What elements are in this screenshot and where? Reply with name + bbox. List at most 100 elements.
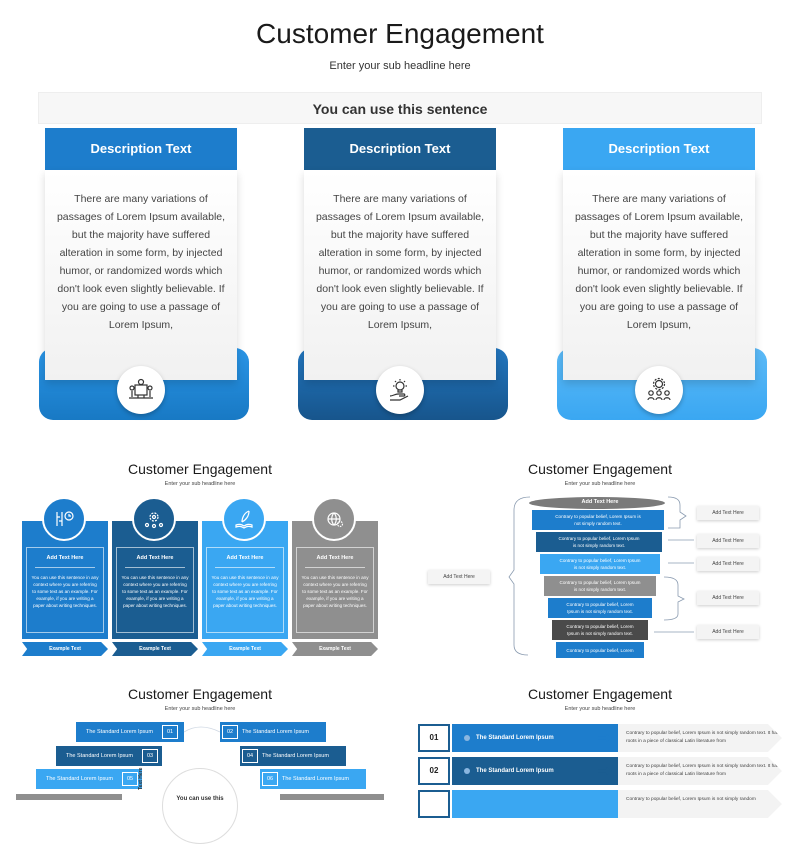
description-card-2: Description Text There are many variatio… [298, 128, 514, 423]
people-gear-icon [635, 366, 683, 414]
list-num: 01 [418, 724, 450, 752]
funnel-row-7: Contrary to popular belief, Lorem [556, 642, 644, 658]
col-inner: Add Text Here You can use this sentence … [116, 547, 194, 633]
list-text: Contrary to popular belief, Lorem Ipsum … [606, 790, 782, 818]
funnel-row-6: Contrary to popular belief, Lorem Ipsum … [552, 620, 648, 640]
bullet-icon [464, 768, 470, 774]
globe-gear-icon [312, 497, 356, 541]
list-row-2: 02 The Standard Lorem Ipsum [418, 757, 618, 785]
list-bar [452, 790, 618, 818]
thumb1-col-2: Add Text Here You can use this sentence … [112, 497, 198, 661]
pill-num: 04 [242, 749, 258, 763]
funnel-row-4: Contrary to popular belief, Lorem Ipsum … [544, 576, 656, 596]
col-head: Add Text Here [136, 555, 174, 561]
divider [125, 567, 185, 568]
thumb3-title: Customer Engagement [128, 686, 272, 702]
col-head: Add Text Here [226, 555, 264, 561]
thumb4-title: Customer Engagement [528, 686, 672, 702]
main-title: Customer Engagement [256, 18, 544, 49]
network-gear-icon [132, 497, 176, 541]
card-title: Description Text [563, 128, 755, 170]
list-row-3 [418, 790, 618, 818]
col-box: Add Text Here You can use this sentence … [292, 543, 378, 639]
pill-right-3: The Standard Lorem Ipsum [260, 769, 366, 789]
col-footer: Example Text [202, 642, 288, 656]
pill-num: 05 [122, 772, 138, 786]
card-title: Description Text [45, 128, 237, 170]
thumb3-connector-arc [183, 726, 221, 733]
col-inner: Add Text Here You can use this sentence … [206, 547, 284, 633]
funnel-right-box-5: Add Text Here [697, 625, 759, 639]
col-head: Add Text Here [46, 555, 84, 561]
col-head: Add Text Here [316, 555, 354, 561]
funnel-connectors [508, 496, 694, 656]
pill-label: The Standard Lorem Ipsum [282, 776, 349, 782]
col-inner: Add Text Here You can use this sentence … [26, 547, 104, 633]
pill-num: 06 [262, 772, 278, 786]
funnel-right-box-4: Add Text Here [697, 591, 759, 605]
list-num: 02 [418, 757, 450, 785]
arrow-icon [598, 767, 612, 775]
funnel-left-box: Add Text Here [428, 570, 490, 584]
col-box: Add Text Here You can use this sentence … [22, 543, 108, 639]
col-footer: Example Text [22, 642, 108, 656]
funnel-right-box-1: Add Text Here [697, 506, 759, 520]
pill-left-1: The Standard Lorem Ipsum [76, 722, 184, 742]
col-inner: Add Text Here You can use this sentence … [296, 547, 374, 633]
list-bar: The Standard Lorem Ipsum [452, 757, 618, 785]
list-row-1: 01 The Standard Lorem Ipsum [418, 724, 618, 752]
bottom-bar-right [280, 794, 384, 800]
col-text: You can use this sentence in any context… [211, 575, 279, 608]
funnel-row-2: Contrary to popular belief, Lorem Ipsum … [536, 532, 662, 552]
col-footer: Example Text [112, 642, 198, 656]
col-box: Add Text Here You can use this sentence … [112, 543, 198, 639]
settings-icon [42, 497, 86, 541]
description-card-1: Description Text There are many variatio… [39, 128, 255, 423]
team-icon [117, 366, 165, 414]
bottom-bar-left [16, 794, 122, 800]
card-title: Description Text [304, 128, 496, 170]
thumb3-subtitle: Enter your sub headline here [164, 706, 236, 712]
list-text: Contrary to popular belief, Lorem Ipsum … [606, 724, 782, 752]
thumb2-title: Customer Engagement [528, 461, 672, 477]
funnel-row-3: Contrary to popular belief, Lorem Ipsum … [540, 554, 660, 574]
arrow-icon [598, 734, 612, 742]
col-text: You can use this sentence in any context… [31, 575, 99, 608]
center-text: You can use this [176, 796, 224, 802]
funnel-row-1: Contrary to popular belief, Lorem Ipsum … [532, 510, 664, 530]
thumb1-col-3: Add Text Here You can use this sentence … [202, 497, 288, 661]
description-card-3: Description Text There are many variatio… [557, 128, 773, 423]
list-text: Contrary to popular belief, Lorem Ipsum … [606, 757, 782, 785]
list-label: The Standard Lorem Ipsum [476, 768, 554, 774]
pill-label: The Standard Lorem Ipsum [46, 776, 113, 782]
col-footer: Example Text [292, 642, 378, 656]
bullet-icon [464, 735, 470, 741]
main-subtitle: Enter your sub headline here [329, 60, 471, 72]
col-box: Add Text Here You can use this sentence … [202, 543, 288, 639]
divider [215, 567, 275, 568]
pill-num: 01 [162, 725, 178, 739]
funnel-top: Add Text Here [581, 499, 619, 505]
funnel-right-box-3: Add Text Here [697, 557, 759, 571]
divider [305, 567, 365, 568]
pill-right-1: The Standard Lorem Ipsum [220, 722, 326, 742]
center-circle [162, 768, 238, 844]
quill-book-icon [222, 497, 266, 541]
list-label: The Standard Lorem Ipsum [476, 735, 554, 741]
divider [35, 567, 95, 568]
idea-hand-icon [376, 366, 424, 414]
thumb1-title: Customer Engagement [128, 461, 272, 477]
pill-left-3: The Standard Lorem Ipsum [36, 769, 142, 789]
pill-label: The Standard Lorem Ipsum [242, 729, 309, 735]
list-bar: The Standard Lorem Ipsum [452, 724, 618, 752]
thumb1-subtitle: Enter your sub headline here [164, 481, 236, 487]
sentence-bar: You can use this sentence [38, 92, 762, 124]
pill-num: 03 [142, 749, 158, 763]
funnel-right-box-2: Add Text Here [697, 534, 759, 548]
col-text: You can use this sentence in any context… [301, 575, 369, 608]
col-text: You can use this sentence in any context… [121, 575, 189, 608]
thumb2-subtitle: Enter your sub headline here [564, 481, 636, 487]
pill-num: 02 [222, 725, 238, 739]
card-text: There are many variations of passages of… [563, 170, 755, 380]
funnel-row-5: Contrary to popular belief, Lorem Ipsum … [548, 598, 652, 618]
